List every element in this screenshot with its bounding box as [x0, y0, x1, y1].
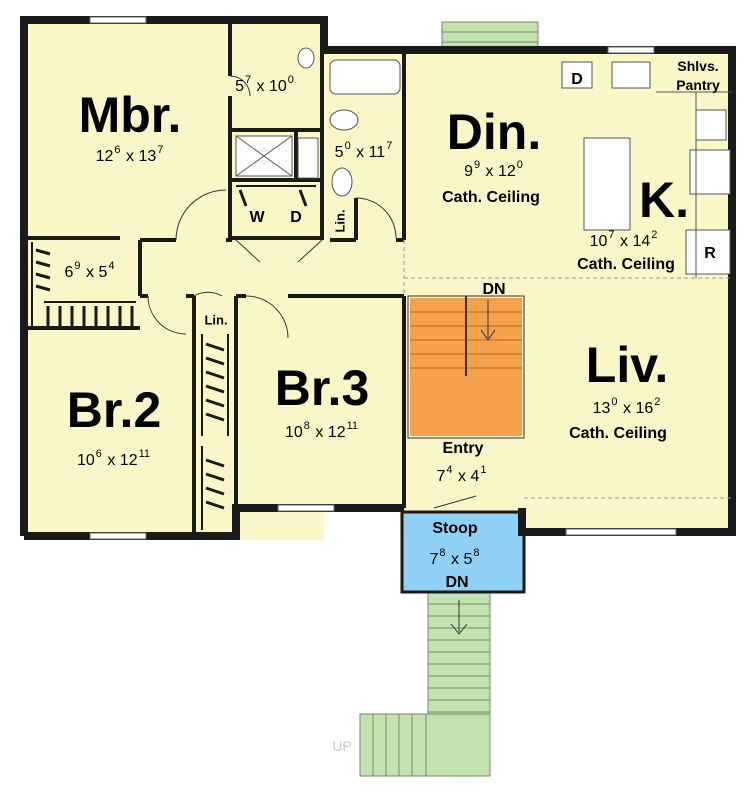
liv-dimensions: 130 x 162 — [592, 395, 661, 418]
interior-stair — [407, 295, 525, 439]
bath2-dimensions: 50 x 117 — [334, 139, 393, 162]
kitchen-name: K. — [639, 172, 689, 228]
din-dimensions: 99 x 120 — [464, 158, 523, 181]
din-name: Din. — [446, 104, 542, 160]
back-step — [441, 21, 539, 51]
kitchen-dimensions: 107 x 142 — [589, 228, 658, 251]
mbr-name: Mbr. — [78, 87, 182, 143]
closet-rods — [31, 185, 316, 530]
din-ceiling: Cath. Ceiling — [442, 189, 540, 206]
br2-dimensions: 106 x 1211 — [76, 447, 151, 470]
closet-hangers — [35, 189, 308, 510]
br3-dimensions: 108 x 1211 — [284, 419, 359, 442]
liv-ceiling: Cath. Ceiling — [569, 425, 667, 442]
windows — [89, 16, 677, 540]
dryer-label: D — [290, 209, 302, 226]
bath1-dimensions: 57 x 100 — [235, 73, 294, 96]
exterior-stairs — [359, 591, 491, 777]
linen-hall-label: Lin. — [204, 312, 228, 328]
stoop-slab — [400, 510, 526, 594]
washer-label: W — [249, 209, 265, 226]
dishwasher-label: D — [571, 71, 583, 88]
entry-name: Entry — [442, 440, 484, 457]
linen-closet-label: Lin. — [332, 209, 348, 233]
br3-name: Br.3 — [274, 360, 370, 416]
doors — [147, 75, 477, 509]
exterior-stair-up: UP — [332, 738, 352, 754]
br2-name: Br.2 — [66, 382, 162, 438]
interior-stair-dn: DN — [482, 281, 506, 298]
refrigerator-label: R — [704, 245, 716, 262]
kitchen-ceiling: Cath. Ceiling — [577, 256, 675, 273]
closet-dimensions: 69 x 54 — [64, 259, 115, 282]
interior-walls — [24, 20, 406, 536]
entry-dimensions: 74 x 41 — [436, 463, 487, 486]
exterior-stair-dn: DN — [445, 574, 469, 591]
pantry-shelves-label: Shlvs. — [677, 58, 719, 74]
liv-name: Liv. — [585, 337, 669, 393]
stoop-dimensions: 78 x 58 — [429, 546, 480, 569]
mbr-dimensions: 126 x 137 — [95, 143, 164, 166]
kitchen-fixtures — [561, 61, 731, 275]
bath-fixtures — [235, 47, 401, 197]
pantry-label: Pantry — [676, 77, 720, 93]
stoop-name: Stoop — [432, 520, 478, 537]
